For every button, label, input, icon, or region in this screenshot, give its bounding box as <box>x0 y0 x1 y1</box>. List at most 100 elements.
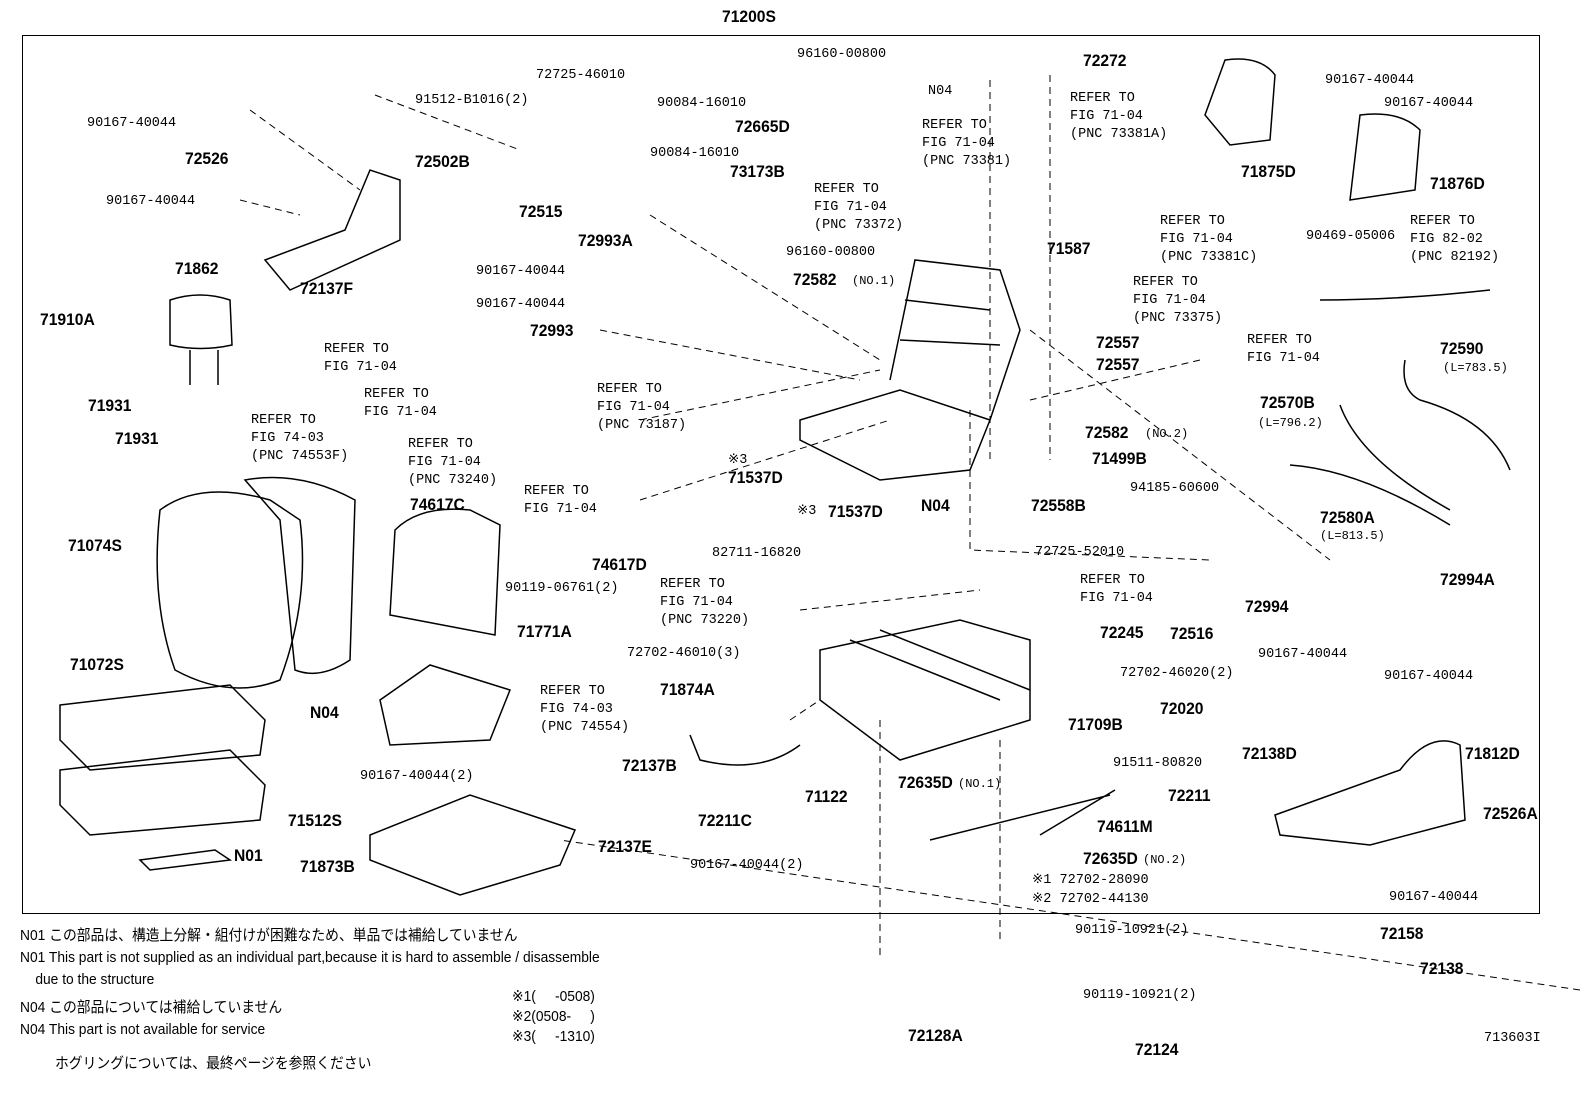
callout: 71862 <box>175 259 219 278</box>
callout: 72515 <box>519 202 563 221</box>
refer-note: REFER TO FIG 71-04 (PNC 73381C) <box>1160 214 1258 265</box>
small-label: 91512-B1016(2) <box>415 93 529 108</box>
refer-note: REFER TO FIG 71-04 (PNC 73381A) <box>1070 91 1168 142</box>
callout: 71812D <box>1465 744 1520 763</box>
small-label: 90167-40044(2) <box>690 858 804 873</box>
callout: 71512S <box>288 811 342 830</box>
small-label: 90469-05006 <box>1306 229 1396 244</box>
refer-note: REFER TO FIG 71-04 (PNC 73220) <box>660 577 750 628</box>
callout: 72124 <box>1135 1040 1179 1059</box>
recliner-cover <box>263 169 401 291</box>
note-n01-en: N01 This part is not supplied as an indi… <box>20 949 600 988</box>
callout: 72211 <box>1168 786 1211 805</box>
lower-frame <box>369 664 577 896</box>
callout: 72526 <box>185 149 229 168</box>
callout: 72582 <box>793 270 837 289</box>
callout: 72137E <box>598 837 652 856</box>
small-label: 90167-40044 <box>106 194 196 209</box>
small-label: 72725-52010 <box>1035 545 1125 560</box>
note-n04-jp: N04 この部品については補給していません <box>20 999 283 1016</box>
callout: N04 <box>310 703 339 722</box>
refer-note: REFER TO FIG 74-03 (PNC 74554) <box>540 684 630 735</box>
callout: N04 <box>921 496 950 515</box>
callout: 73173B <box>730 162 785 181</box>
small-label: 82711-16820 <box>712 546 802 561</box>
callout: 72994 <box>1245 597 1289 616</box>
callout: 72570B <box>1260 393 1315 412</box>
callout-qualifier: (NO.2) <box>1143 853 1187 867</box>
small-label: 90167-40044 <box>87 116 177 131</box>
small-label: 90167-40044 <box>1389 890 1479 905</box>
refer-note: REFER TO FIG 71-04 (PNC 73381) <box>922 118 1012 169</box>
illustration-id: 713603I <box>1484 1031 1541 1046</box>
callout-qualifier: (NO.1) <box>852 274 896 288</box>
callout: 71074S <box>68 536 122 555</box>
callout: 72137B <box>622 756 677 775</box>
seat-track <box>819 619 1031 761</box>
small-label: 90167-40044 <box>476 297 566 312</box>
note-n04-en: N04 This part is not available for servi… <box>20 1021 266 1038</box>
mark-note: ※3 <box>728 453 748 468</box>
small-label: 90119-06761(2) <box>505 581 619 596</box>
small-label: 90167-40044 <box>476 264 566 279</box>
note-mark-2: ※2(0508- ) <box>512 1008 595 1025</box>
small-label: 91511-80820 <box>1113 756 1203 771</box>
callout: 71771A <box>517 622 572 641</box>
callout-71200S: 71200S <box>722 7 776 26</box>
callout: 72993A <box>578 231 633 250</box>
callout: 71874A <box>660 680 715 699</box>
callout: 72558B <box>1031 496 1086 515</box>
callout: 72138 <box>1420 959 1464 978</box>
seat-frame <box>799 259 1021 481</box>
diagram-frame <box>22 35 1540 914</box>
small-label: ※2 72702-44130 <box>1032 892 1149 907</box>
small-label: 90167-40044(2) <box>360 769 474 784</box>
callout: 72128A <box>908 1026 963 1045</box>
callout: 72665D <box>735 117 790 136</box>
callout: 71587 <box>1047 239 1091 258</box>
side-shield <box>1204 58 1466 846</box>
small-label: 72725-46010 <box>536 68 626 83</box>
headrest <box>169 294 233 385</box>
seatback-cover <box>156 476 356 689</box>
refer-note: REFER TO FIG 71-04 <box>324 342 397 375</box>
callout: 72020 <box>1160 699 1204 718</box>
length-note: (L=813.5) <box>1320 529 1385 543</box>
refer-note: REFER TO FIG 71-04 (PNC 73372) <box>814 182 904 233</box>
callout: 72580A <box>1320 508 1375 527</box>
small-label: 94185-60600 <box>1130 481 1220 496</box>
callout: 71910A <box>40 310 95 329</box>
callout: 72582 <box>1085 423 1129 442</box>
seat-cushion <box>59 684 266 871</box>
refer-note: REFER TO FIG 71-04 <box>1080 573 1153 606</box>
note-hog-ring: ホグリングについては、最終ページを参照ください <box>55 1055 372 1072</box>
callout: 71876D <box>1430 174 1485 193</box>
callout: 72557 <box>1096 355 1140 374</box>
refer-note: REFER TO FIG 74-03 (PNC 74553F) <box>251 413 349 464</box>
callout: 72502B <box>415 152 470 171</box>
refer-note: REFER TO FIG 82-02 (PNC 82192) <box>1410 214 1500 265</box>
small-label: 90084-16010 <box>657 96 747 111</box>
note-mark-1: ※1( -0508) <box>512 988 595 1005</box>
callout: 72158 <box>1380 924 1424 943</box>
small-label: 72702-46020(2) <box>1120 666 1234 681</box>
callout: 74611M <box>1097 817 1153 836</box>
small-label: 90167-40044 <box>1325 73 1415 88</box>
small-label: 90084-16010 <box>650 146 740 161</box>
refer-note: REFER TO FIG 71-04 (PNC 73187) <box>597 382 687 433</box>
note-mark-3: ※3( -1310) <box>512 1028 595 1045</box>
callout: 71931 <box>115 429 159 448</box>
callout: 72138D <box>1242 744 1297 763</box>
length-note: (L=796.2) <box>1258 416 1323 430</box>
small-label: ※1 72702-28090 <box>1032 873 1149 888</box>
callout: 72993 <box>530 321 574 340</box>
callout: 74617C <box>410 495 465 514</box>
callout: 71873B <box>300 857 355 876</box>
callout: 72516 <box>1170 624 1214 643</box>
callout-qualifier: (NO.1) <box>958 777 1002 791</box>
callout: 72526A <box>1483 804 1538 823</box>
refer-note: REFER TO FIG 71-04 <box>364 387 437 420</box>
callout: 72245 <box>1100 623 1144 642</box>
refer-note: REFER TO FIG 71-04 (PNC 73240) <box>408 437 498 488</box>
callout: 72635D <box>1083 849 1138 868</box>
